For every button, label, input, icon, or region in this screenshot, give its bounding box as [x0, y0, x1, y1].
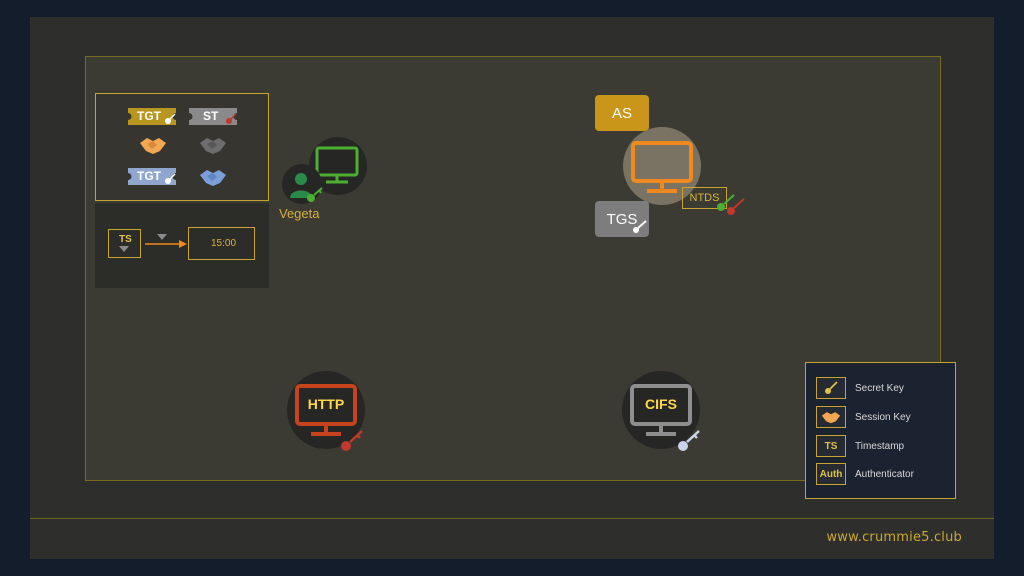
tgs-box[interactable]: TGS: [595, 201, 649, 237]
st-ticket: ST: [187, 107, 239, 126]
handshake-icon: [200, 170, 226, 186]
ticket-icon: [189, 108, 237, 125]
tgs-label: TGS: [606, 210, 638, 228]
timestamp-label: TS: [119, 234, 132, 245]
time-value-box: 15:00: [188, 227, 255, 260]
legend-icon: [816, 377, 846, 399]
key-icon: [825, 381, 838, 394]
monitor-icon[interactable]: [629, 383, 693, 439]
handshake-icon: [200, 138, 226, 154]
legend-item-session-key: Session Key: [816, 405, 911, 429]
ticket-icon: [128, 168, 176, 185]
st-ticket-label: ST: [203, 109, 219, 123]
legend-icon: Auth: [816, 463, 846, 485]
handshake-icon: [140, 138, 166, 154]
footer-divider: [30, 518, 994, 519]
heart-icon: [119, 246, 129, 252]
monitor-icon: [315, 146, 359, 184]
key-icon: [165, 113, 176, 124]
legend-item-authenticator: Auth Authenticator: [816, 462, 914, 486]
user-name: Vegeta: [279, 206, 320, 221]
ntds-label: NTDS: [689, 192, 720, 204]
key-icon: [226, 113, 237, 124]
key-icon: [678, 430, 700, 451]
key-icon: [633, 220, 647, 233]
legend-icon: [816, 406, 846, 428]
legend-item-secret-key: Secret Key: [816, 376, 904, 400]
as-box[interactable]: AS: [595, 95, 649, 131]
timestamp-box: TS: [108, 229, 141, 258]
key-icon: [307, 187, 323, 202]
ticket-cache-box: TGT ST TGT: [95, 93, 269, 201]
legend-text: Session Key: [855, 411, 911, 423]
http-label: HTTP: [307, 396, 345, 412]
tgt-ticket-blue: TGT: [126, 167, 178, 186]
tgt-blue-label: TGT: [137, 169, 161, 183]
arrow-right-icon: [145, 240, 187, 248]
key-icon: [165, 173, 176, 184]
legend-icon: TS: [816, 435, 846, 457]
legend-text: Timestamp: [855, 440, 905, 452]
legend-item-timestamp: TS Timestamp: [816, 434, 904, 458]
handshake-icon: [821, 412, 841, 424]
tgt-ticket: TGT: [126, 107, 178, 126]
footer-site-url[interactable]: www.crummie5.club: [826, 530, 962, 545]
ticket-icon: [128, 108, 176, 125]
cifs-label: CIFS: [645, 396, 677, 412]
heart-icon: [157, 234, 167, 240]
timestamp-panel: TS 15:00: [95, 203, 269, 288]
key-icon: [727, 198, 745, 215]
ntds-box[interactable]: NTDS: [682, 187, 727, 209]
time-value: 15:00: [211, 238, 237, 249]
tgt-ticket-label: TGT: [137, 109, 161, 123]
monitor-icon[interactable]: [630, 140, 694, 196]
key-icon: [717, 194, 735, 211]
legend: Secret Key Session Key TS Timestamp Auth…: [805, 362, 956, 499]
key-icon: [341, 430, 363, 451]
monitor-icon[interactable]: [294, 383, 358, 439]
legend-text: Authenticator: [855, 468, 914, 480]
user-icon[interactable]: [289, 171, 313, 199]
legend-text: Secret Key: [855, 382, 904, 394]
as-label: AS: [611, 104, 632, 122]
